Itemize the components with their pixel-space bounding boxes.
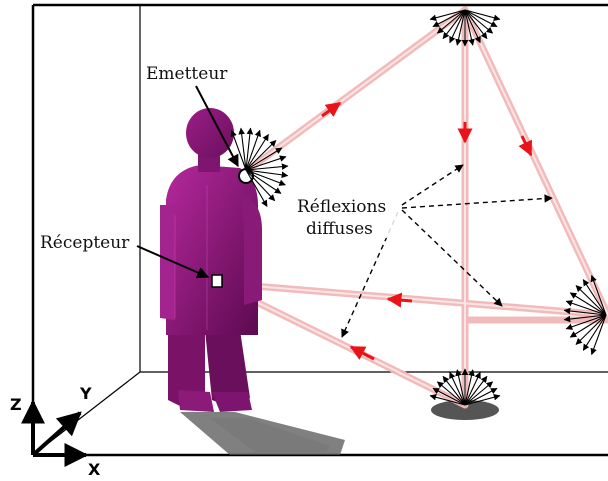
radiation-ray <box>230 129 247 171</box>
radiation-ray <box>245 163 289 171</box>
radiation-ray <box>464 387 498 406</box>
radiation-ray <box>590 274 607 316</box>
radiation-ray <box>432 387 466 406</box>
radiation-ray <box>464 375 488 406</box>
coordinate-axes <box>21 399 89 467</box>
radiation-ray <box>563 314 607 323</box>
radiation-ray <box>569 292 607 316</box>
radiation-ray <box>464 381 494 406</box>
radiation-ray <box>429 394 466 406</box>
person-shadow <box>180 412 345 455</box>
radiation-ray <box>436 9 466 34</box>
radiation-ray <box>582 314 607 351</box>
radiation-ray <box>245 129 261 171</box>
radiation-ray <box>565 314 607 330</box>
radiation-ray <box>565 300 607 316</box>
ray-direction-arrows <box>321 101 533 361</box>
wall-reflector-fan <box>563 274 607 356</box>
label-pointers <box>136 85 239 279</box>
receiver-label: Récepteur <box>40 233 130 253</box>
radiation-ray <box>245 169 268 207</box>
light-rays <box>214 6 608 409</box>
radiation-ray <box>464 369 475 406</box>
diffuse-reflections-label-line2: diffuses <box>306 219 373 239</box>
radiation-ray <box>464 9 488 40</box>
radiation-ray <box>245 169 286 186</box>
radiation-ray <box>590 314 607 356</box>
radiation-ray <box>245 169 289 179</box>
axis-x-label: X <box>88 460 101 479</box>
radiation-ray <box>464 394 501 406</box>
radiation-ray <box>442 9 466 40</box>
radiation-ray <box>432 9 466 28</box>
radiation-ray <box>464 9 494 34</box>
radiation-ray <box>569 314 607 338</box>
radiation-ray <box>464 9 475 46</box>
radiation-ray <box>245 147 283 171</box>
radiation-ray <box>582 279 607 316</box>
radiation-ray <box>238 127 247 171</box>
diffuse-reflections-label-line1: Réflexions <box>297 197 386 217</box>
emitter-label: Emetteur <box>146 64 228 84</box>
radiation-ray <box>245 155 287 171</box>
radiation-ray <box>464 9 501 21</box>
radiation-ray <box>449 371 466 406</box>
radiation-ray <box>575 285 607 316</box>
floor-reflector-fan <box>429 368 501 406</box>
radiation-ray <box>245 169 282 194</box>
radiation-ray <box>464 9 481 44</box>
radiation-ray <box>563 307 607 316</box>
radiation-ray <box>442 375 466 406</box>
axis-y-label: Y <box>79 384 92 403</box>
radiation-ray <box>436 381 466 406</box>
radiation-ray <box>449 9 466 44</box>
radiation-ray <box>464 371 481 406</box>
axis-z-label: Z <box>10 395 22 414</box>
radiation-ray <box>429 9 466 21</box>
reflector-floor-shadow <box>431 400 499 420</box>
radiation-ray <box>245 169 276 202</box>
radiation-ray <box>455 9 466 46</box>
radiation-ray <box>455 369 466 406</box>
radiation-ray <box>464 9 498 28</box>
person-figure <box>160 108 262 412</box>
radiation-ray <box>245 127 254 171</box>
radiation-ray <box>575 314 607 345</box>
emitter-radiation-fan <box>230 127 289 207</box>
receiver-sensor <box>211 274 223 288</box>
radiation-ray <box>245 140 277 171</box>
ceiling-reflector-fan <box>429 9 501 47</box>
radiation-ray <box>245 133 269 171</box>
